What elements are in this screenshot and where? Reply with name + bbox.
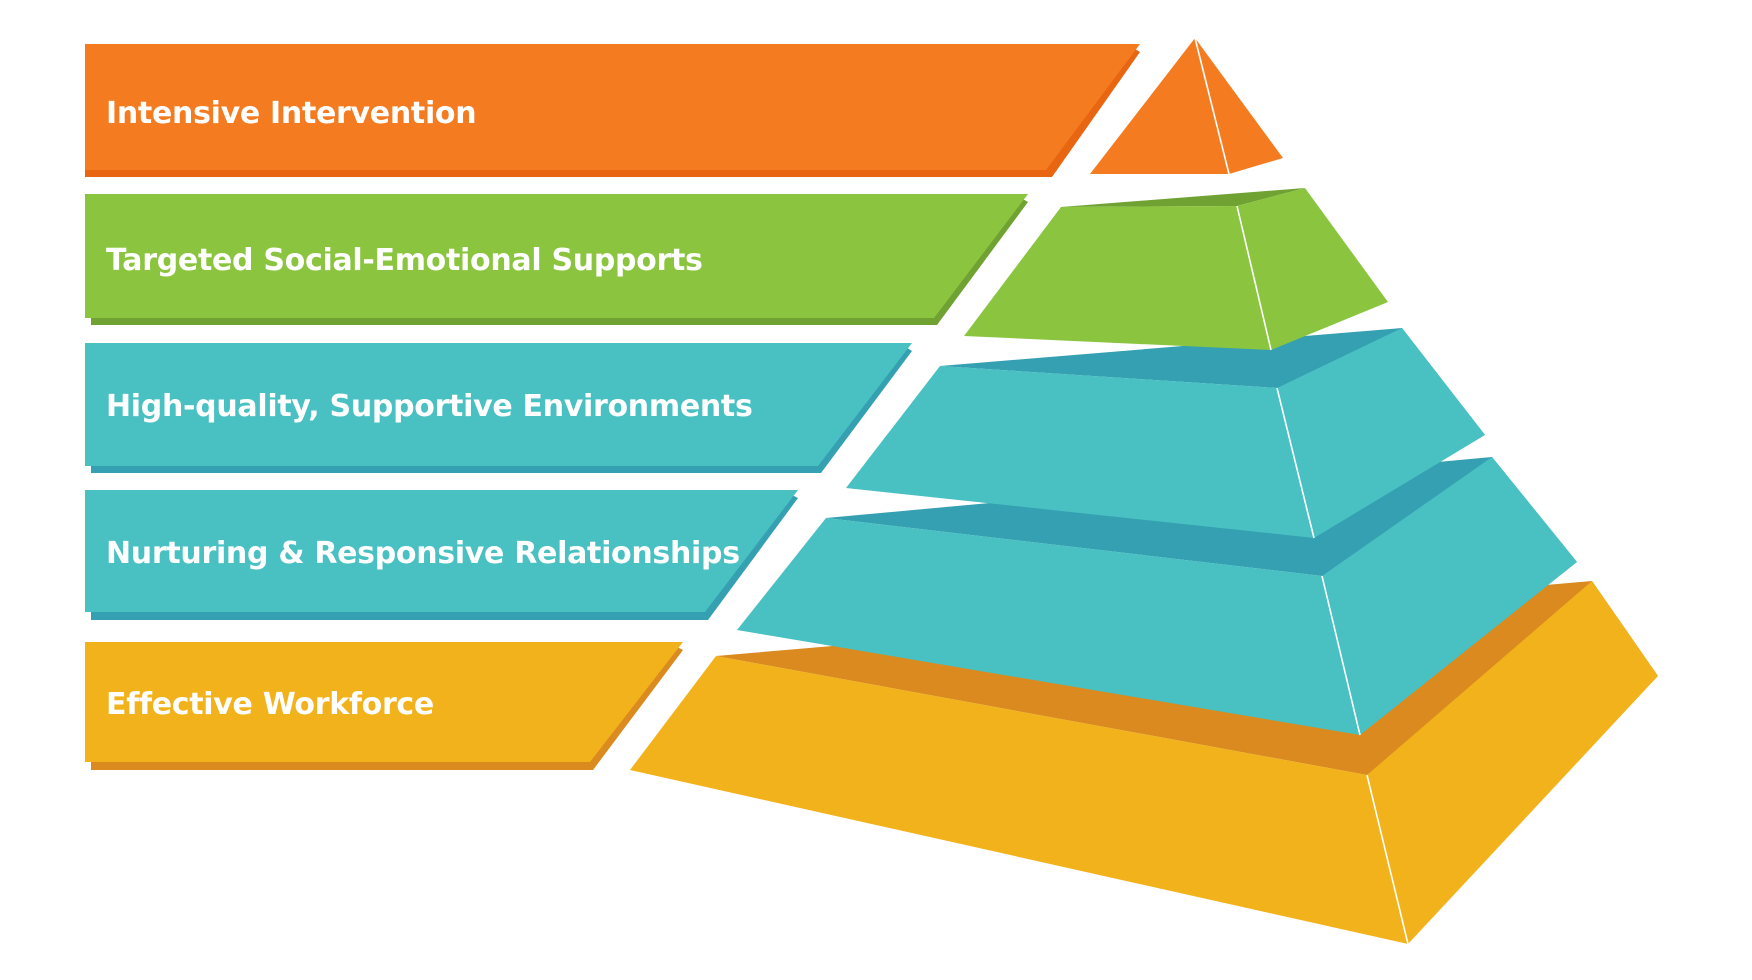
pyramid-edge [1366, 774, 1409, 945]
pyramid-front-face [964, 206, 1271, 350]
pyramid-right-face [1277, 328, 1485, 538]
pyramid-level-high-quality-environments [846, 328, 1485, 539]
pyramid-front-face [846, 366, 1314, 538]
tier-band-shadow [91, 346, 912, 473]
tier-label: Nurturing & Responsive Relationships [106, 536, 740, 571]
pyramid-right-face [1237, 188, 1388, 350]
pyramid-front-face [1090, 38, 1229, 174]
pyramid-front-face [737, 518, 1360, 735]
pyramid-edge [1194, 37, 1230, 175]
pyramid-level-intensive-intervention [1090, 37, 1283, 175]
tier-band-targeted-supports: Targeted Social-Emotional Supports [85, 194, 1028, 325]
tier-band-nurturing-relationships: Nurturing & Responsive Relationships [85, 490, 798, 620]
tier-label: Targeted Social-Emotional Supports [106, 243, 703, 278]
pyramid-right-face [1195, 38, 1283, 174]
pyramid-right-face [1367, 581, 1658, 944]
tier-label: High-quality, Supportive Environments [106, 389, 753, 424]
tier-band [85, 343, 912, 466]
pyramid-edge [1321, 575, 1361, 736]
tier-band-effective-workforce: Effective Workforce [85, 642, 683, 770]
tier-band-high-quality-environments: High-quality, Supportive Environments [85, 343, 912, 473]
tier-band [85, 44, 1140, 170]
pyramid-right-face [1322, 457, 1577, 735]
pyramid-edge [1236, 205, 1272, 351]
pyramid-top-face [1061, 188, 1305, 207]
pyramid-level-targeted-supports [964, 188, 1388, 351]
tier-label: Intensive Intervention [106, 96, 476, 131]
pyramid-front-face [630, 656, 1408, 944]
tier-band [85, 642, 683, 762]
tier-band [85, 194, 1028, 318]
tier-label: Effective Workforce [106, 687, 434, 722]
tier-band-intensive-intervention: Intensive Intervention [85, 44, 1140, 177]
tier-band [85, 490, 798, 612]
pyramid-edge [1276, 387, 1315, 539]
